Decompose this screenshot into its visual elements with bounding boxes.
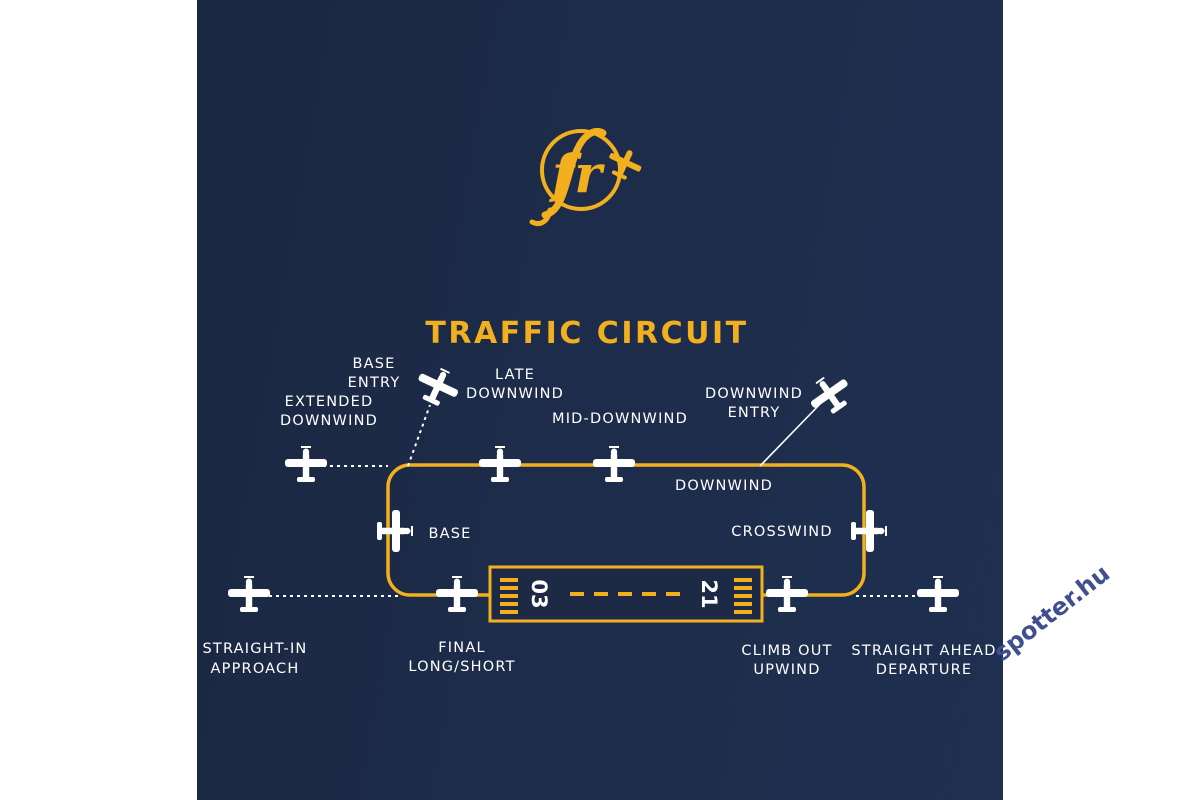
threshold-markings-left xyxy=(500,578,518,614)
label-straight-ahead-2: DEPARTURE xyxy=(876,662,973,678)
base-entry-line xyxy=(407,404,431,467)
label-base: BASE xyxy=(428,526,471,542)
base-entry-plane-icon xyxy=(411,360,465,412)
runway-number-21: 21 xyxy=(697,579,721,608)
straight-in-plane-icon xyxy=(228,576,270,612)
downwind-entry-line xyxy=(759,401,823,467)
threshold-markings-right xyxy=(734,578,752,614)
logo-plane-icon xyxy=(609,150,642,180)
label-straight-in-2: APPROACH xyxy=(211,661,300,677)
base-plane-icon xyxy=(377,510,413,552)
runway-number-03: 03 xyxy=(527,579,551,608)
label-downwind: DOWNWIND xyxy=(675,478,773,494)
label-climb-out-1: CLIMB OUT xyxy=(741,643,832,659)
final-plane-icon xyxy=(436,576,478,612)
label-downwind-entry-1: DOWNWIND xyxy=(705,386,803,402)
label-late-downwind-2: DOWNWIND xyxy=(466,386,564,402)
late-downwind-plane-icon xyxy=(479,446,521,482)
label-crosswind: CROSSWIND xyxy=(731,524,832,540)
label-mid-downwind: MID-DOWNWIND xyxy=(552,411,688,427)
label-extended-downwind-1: EXTENDED xyxy=(285,394,374,410)
watermark: spotter.hu xyxy=(988,559,1115,667)
page-title: TRAFFIC CIRCUIT xyxy=(425,316,748,351)
logo-text: fr xyxy=(548,144,605,205)
label-straight-ahead-1: STRAIGHT AHEAD xyxy=(851,643,996,659)
mid-downwind-plane-icon xyxy=(593,446,635,482)
label-base-entry-1: BASE xyxy=(352,356,395,372)
runway: 03 21 xyxy=(488,565,764,623)
label-base-entry-2: ENTRY xyxy=(348,375,401,391)
climb-out-plane-icon xyxy=(766,576,808,612)
extended-downwind-plane-icon xyxy=(285,446,327,482)
label-straight-in-1: STRAIGHT-IN xyxy=(203,641,308,657)
straight-ahead-plane-icon xyxy=(917,576,959,612)
label-final-1: FINAL xyxy=(438,640,485,656)
label-late-downwind-1: LATE xyxy=(495,367,535,383)
label-downwind-entry-2: ENTRY xyxy=(728,405,781,421)
label-final-2: LONG/SHORT xyxy=(408,659,515,675)
crosswind-plane-icon xyxy=(851,510,887,552)
label-extended-downwind-2: DOWNWIND xyxy=(280,413,378,429)
label-climb-out-2: UPWIND xyxy=(753,662,820,678)
brand-logo: fr xyxy=(529,128,642,226)
